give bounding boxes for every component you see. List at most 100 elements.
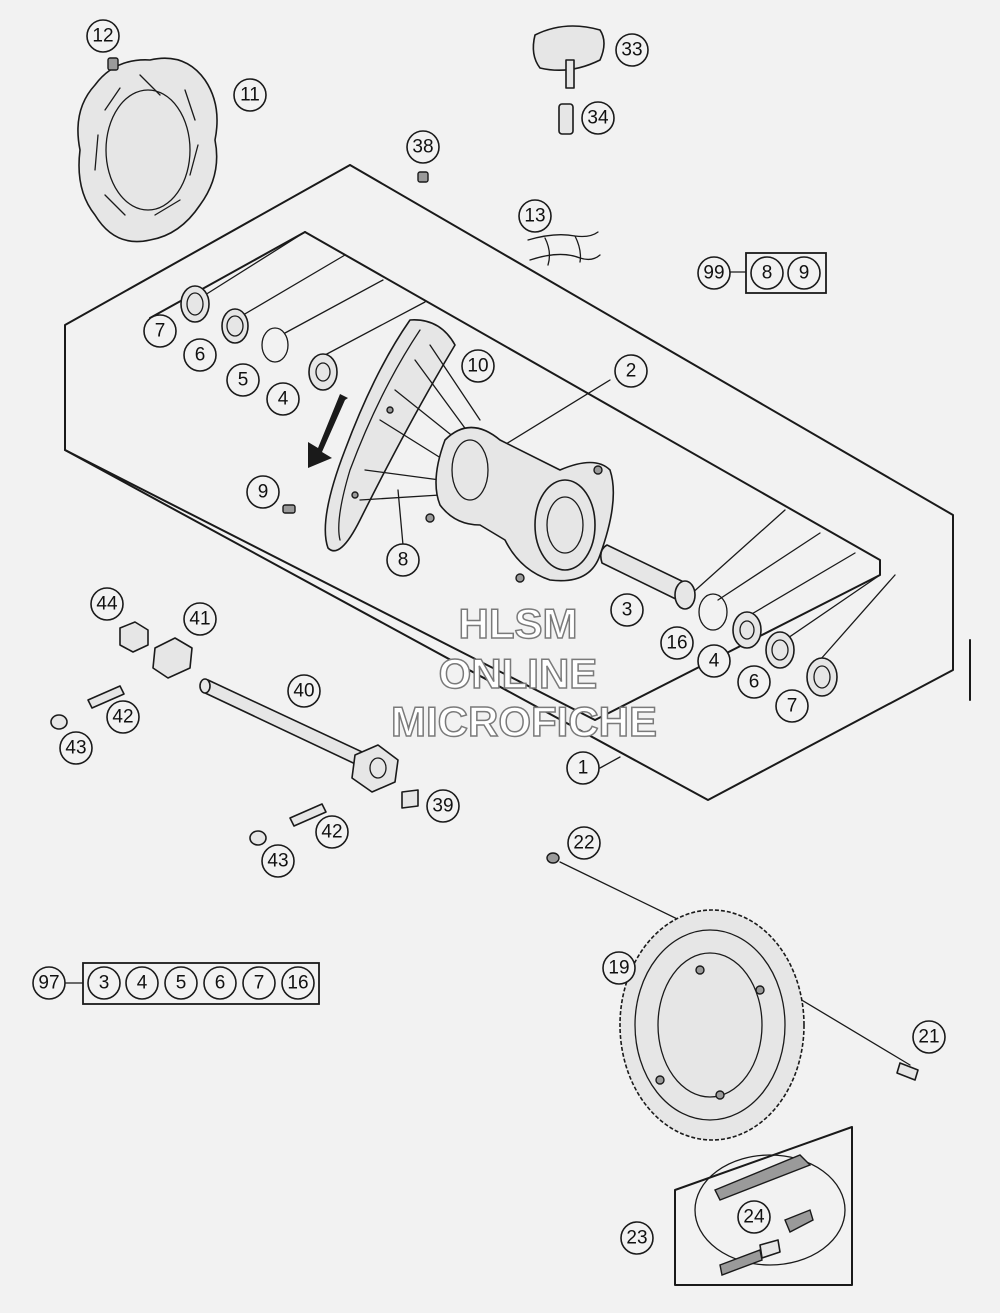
svg-text:8: 8 [398,550,409,571]
callout-40[interactable]: 40 [287,674,321,708]
svg-text:4: 4 [137,973,148,994]
wheel-spacer-top [532,25,605,89]
svg-text:33: 33 [621,40,642,61]
svg-text:19: 19 [608,958,629,979]
chain-adjuster-left [152,637,193,679]
kit-97-item-6[interactable]: 6 [203,966,237,1000]
callout-42-upper[interactable]: 42 [106,700,140,734]
callout-41[interactable]: 41 [183,602,217,636]
svg-text:38: 38 [412,137,433,158]
callout-24[interactable]: 24 [737,1200,771,1234]
adjusting-screw-lower [289,803,327,827]
axle-bolt-small [558,103,574,135]
callout-4-left[interactable]: 4 [266,382,300,416]
svg-text:99: 99 [703,263,724,284]
svg-text:5: 5 [176,973,187,994]
callout-13[interactable]: 13 [518,199,552,233]
svg-text:34: 34 [587,108,609,129]
callout-9[interactable]: 9 [246,475,280,509]
seal-left [180,285,210,323]
circlip-right [698,593,728,631]
callout-34[interactable]: 34 [581,101,615,135]
disc-bolt [107,57,119,71]
callout-4-right[interactable]: 4 [697,644,731,678]
kit-97-item-16[interactable]: 16 [281,966,315,1000]
seal-ring-left [221,308,249,344]
callout-44[interactable]: 44 [90,587,124,621]
kit-99-item-8[interactable]: 8 [750,256,784,290]
kit-97-label[interactable]: 97 [32,966,66,1000]
kit-97-item-5[interactable]: 5 [164,966,198,1000]
callout-16[interactable]: 16 [660,626,694,660]
svg-text:6: 6 [195,345,206,366]
svg-text:6: 6 [215,973,226,994]
seal-ring-right [765,631,795,669]
kit-97-item-4[interactable]: 4 [125,966,159,1000]
callout-7-left[interactable]: 7 [143,314,177,348]
callout-11[interactable]: 11 [233,78,267,112]
watermark-line-3: MICROFICHE [391,698,657,745]
svg-text:40: 40 [293,681,314,702]
svg-text:23: 23 [626,1228,647,1249]
svg-text:2: 2 [626,361,637,382]
rear-hub [425,426,615,583]
leader-lines [204,231,911,1066]
svg-text:44: 44 [96,594,118,615]
callout-19[interactable]: 19 [602,951,636,985]
kit-97-item-7[interactable]: 7 [242,966,276,1000]
svg-text:43: 43 [65,738,86,759]
callout-33[interactable]: 33 [615,33,649,67]
svg-text:5: 5 [238,370,249,391]
callout-23[interactable]: 23 [620,1221,654,1255]
bearing-right [732,611,762,649]
callout-42-lower[interactable]: 42 [315,815,349,849]
callout-38[interactable]: 38 [406,130,440,164]
callout-1[interactable]: 1 [566,751,600,785]
kit-99-label[interactable]: 99 [697,256,731,290]
valve-cap [417,171,429,183]
callout-39[interactable]: 39 [426,789,460,823]
svg-text:39: 39 [432,796,453,817]
callout-12[interactable]: 12 [86,19,120,53]
callout-5[interactable]: 5 [226,363,260,397]
svg-text:12: 12 [92,26,113,47]
rim-tape [527,231,601,266]
callout-6-right[interactable]: 6 [737,665,771,699]
svg-text:7: 7 [787,696,798,717]
brake-disc [77,57,218,243]
svg-text:11: 11 [240,85,260,106]
svg-text:4: 4 [709,651,720,672]
lock-nut-lower [249,830,267,846]
callout-7-right[interactable]: 7 [775,689,809,723]
callout-22[interactable]: 22 [567,826,601,860]
callout-43-lower[interactable]: 43 [261,844,295,878]
watermark: HLSM ONLINE MICROFICHE [390,599,658,746]
lock-nut-upper [50,714,68,730]
watermark-line-2: ONLINE [439,650,598,697]
svg-text:3: 3 [99,973,110,994]
kit-99-item-9[interactable]: 9 [787,256,821,290]
svg-text:42: 42 [321,822,342,843]
callout-10[interactable]: 10 [461,349,495,383]
svg-text:21: 21 [918,1027,939,1048]
callout-21[interactable]: 21 [912,1020,946,1054]
callout-8[interactable]: 8 [386,543,420,577]
svg-text:9: 9 [799,263,810,284]
callout-3[interactable]: 3 [610,593,644,627]
seal-right [806,657,838,697]
callout-2[interactable]: 2 [614,354,648,388]
circlip-left [261,327,289,363]
svg-text:6: 6 [749,672,760,693]
svg-text:7: 7 [155,321,166,342]
rotation-arrow [308,394,348,468]
svg-text:42: 42 [112,707,133,728]
svg-text:1: 1 [578,758,589,779]
kit-97-item-3[interactable]: 3 [87,966,121,1000]
svg-text:7: 7 [254,973,265,994]
callout-43-upper[interactable]: 43 [59,731,93,765]
sprocket-bolt [896,1062,919,1081]
callout-6-left[interactable]: 6 [183,338,217,372]
svg-text:8: 8 [762,263,773,284]
